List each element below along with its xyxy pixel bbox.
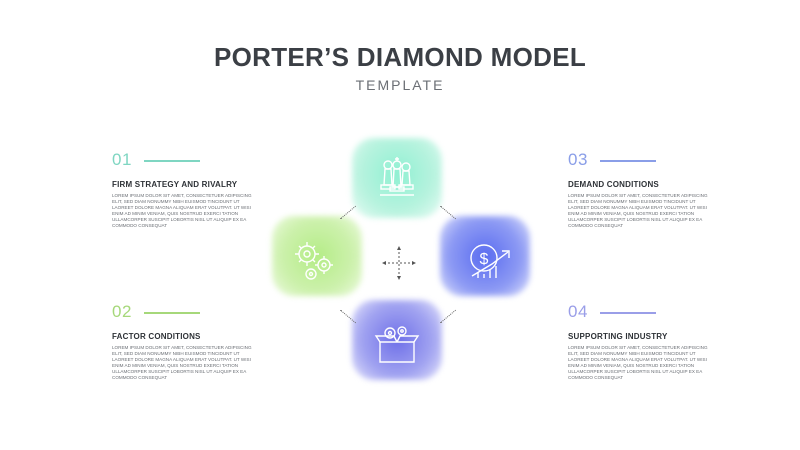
item-number: 03 bbox=[568, 150, 588, 169]
item-body: LOREM IPSUM DOLOR SIT AMET, CONSECTETUER… bbox=[568, 345, 708, 380]
dollar-growth-icon: $ bbox=[470, 244, 510, 278]
factor-item-03: 03 DEMAND CONDITIONS LOREM IPSUM DOLOR S… bbox=[568, 150, 718, 229]
connector-dash bbox=[440, 205, 456, 220]
diamond-top-shape bbox=[352, 138, 442, 218]
item-heading: SUPPORTING INDUSTRY bbox=[568, 332, 668, 341]
factor-item-04: 04 SUPPORTING INDUSTRY LOREM IPSUM DOLOR… bbox=[568, 302, 718, 381]
item-number-line bbox=[600, 160, 656, 162]
item-body: LOREM IPSUM DOLOR SIT AMET, CONSECTETUER… bbox=[568, 193, 708, 228]
item-number: 01 bbox=[112, 150, 132, 169]
diamond-left-shape bbox=[272, 216, 362, 296]
diamond-bottom-shape bbox=[352, 300, 442, 380]
item-number-line bbox=[600, 312, 656, 314]
item-number: 04 bbox=[568, 302, 588, 321]
item-heading: FACTOR CONDITIONS bbox=[112, 332, 201, 341]
item-heading: DEMAND CONDITIONS bbox=[568, 180, 659, 189]
item-body: LOREM IPSUM DOLOR SIT AMET, CONSECTETUER… bbox=[112, 345, 252, 380]
box-gears-icon bbox=[374, 326, 420, 363]
item-heading: FIRM STRATEGY AND RIVALRY bbox=[112, 180, 238, 189]
page-subtitle: TEMPLATE bbox=[355, 77, 445, 93]
item-number-line bbox=[144, 160, 200, 162]
item-number: 02 bbox=[112, 302, 132, 321]
factor-item-02: 02 FACTOR CONDITIONS LOREM IPSUM DOLOR S… bbox=[112, 302, 262, 381]
center-arrows-icon bbox=[382, 246, 416, 280]
gears-icon bbox=[295, 242, 333, 280]
diamond-right-shape bbox=[440, 216, 530, 296]
factor-item-01: 01 FIRM STRATEGY AND RIVALRY LOREM IPSUM… bbox=[112, 150, 262, 229]
chess-pieces-icon bbox=[380, 157, 414, 196]
item-number-line bbox=[144, 312, 200, 314]
connector-dash bbox=[440, 309, 456, 324]
svg-text:$: $ bbox=[480, 251, 489, 268]
page-title: PORTER’S DIAMOND MODEL bbox=[213, 42, 587, 72]
item-body: LOREM IPSUM DOLOR SIT AMET, CONSECTETUER… bbox=[112, 193, 252, 228]
